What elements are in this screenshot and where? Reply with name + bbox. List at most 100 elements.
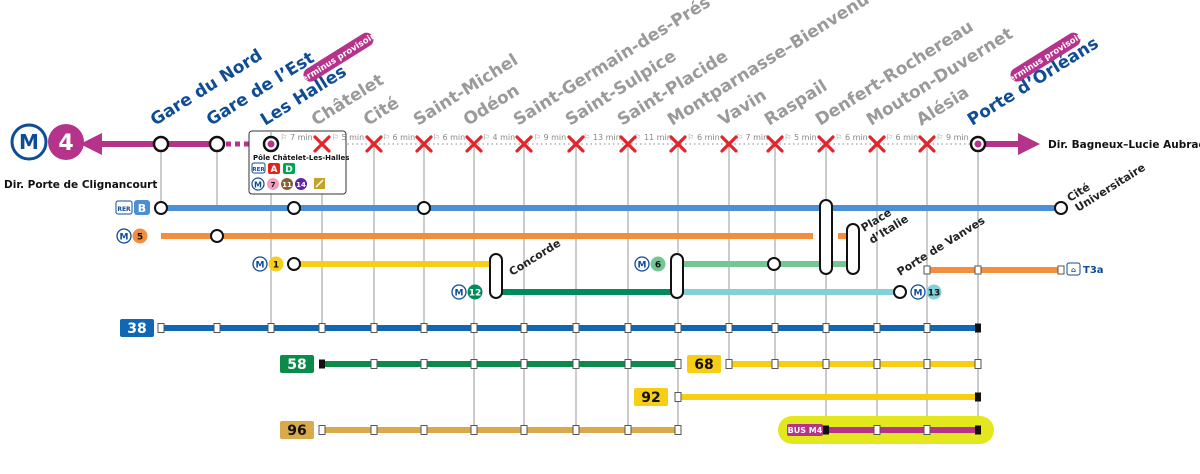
closed-station-cross [766, 135, 784, 153]
bus-stop [370, 425, 378, 435]
bus-stop [572, 323, 580, 333]
bus-m4-label: BUS M4 [788, 426, 823, 435]
metro-6-line [680, 261, 850, 267]
rer-label: RER [117, 206, 131, 213]
rer-b-line [161, 205, 1061, 211]
closed-station-cross [817, 135, 835, 153]
concorde-transfer [489, 253, 503, 299]
connection-stop [287, 201, 301, 215]
bus-m4-badge [787, 424, 823, 436]
rer-line-label: D [285, 165, 292, 175]
bus-stop [520, 425, 528, 435]
metro-line-badge [650, 256, 666, 272]
travel-time: ⚐ 5 min [332, 133, 364, 142]
badge-pill [303, 32, 374, 82]
bus-stop [624, 323, 632, 333]
bus-stop [923, 323, 931, 333]
bus-stop [572, 359, 580, 369]
bus-number: 92 [641, 390, 660, 406]
line-number: 4 [58, 131, 73, 156]
metro-line-label: 6 [655, 261, 661, 271]
closed-station-cross [619, 135, 637, 153]
closed-station-cross [515, 135, 533, 153]
bus-stop [420, 359, 428, 369]
closed-station-cross [365, 135, 383, 153]
rer-icon [251, 162, 266, 174]
bus-badge [280, 355, 314, 373]
tram-stop [974, 265, 982, 275]
bus-line [322, 361, 678, 367]
metro-line-label: 1 [273, 261, 279, 271]
travel-time: ⚐ 6 min [835, 133, 867, 142]
terminus-dot [267, 140, 275, 148]
pole-title: Pôle Châtelet-Les-Halles [253, 154, 349, 162]
travel-time: ⚐ 6 min [433, 133, 465, 142]
montparnasse-transfer [670, 253, 684, 299]
bus-stop [873, 425, 881, 435]
closed-station-cross [415, 135, 433, 153]
bus-stop [822, 359, 830, 369]
metro-symbol: M [254, 181, 262, 190]
travel-time: ⚐ 5 min [784, 133, 816, 142]
line4-segment [161, 141, 217, 147]
rer-icon [115, 200, 133, 215]
bus-number: 96 [287, 423, 306, 439]
tram-t3a-line [927, 267, 1061, 273]
metro-line-label: 11 [282, 181, 292, 189]
bus-stop [318, 323, 326, 333]
bus-badge [634, 388, 668, 406]
metro-icon [116, 228, 132, 244]
travel-time: ⚐ 11 min [634, 133, 672, 142]
bus-stop [771, 359, 779, 369]
bus-badge [687, 355, 721, 373]
bus-stop [725, 323, 733, 333]
funicular-icon-stroke [315, 179, 324, 188]
metro-line-badge [926, 284, 942, 300]
rer-label: RER [252, 167, 265, 173]
connection-stop [767, 257, 781, 271]
line-badge [48, 124, 84, 160]
bus-stop [873, 323, 881, 333]
closed-station-cross [669, 135, 687, 153]
metro-symbol: M [455, 289, 464, 299]
closed-station-cross [567, 135, 585, 153]
metro-icon [910, 284, 926, 300]
bus-terminus [975, 425, 981, 435]
metro-line-label: 14 [296, 181, 306, 189]
bus-terminus [823, 425, 829, 435]
denfert-transfer [819, 199, 833, 275]
bus-line [826, 427, 978, 433]
metro-1-line [294, 261, 492, 267]
metro-icon [252, 256, 268, 272]
bus-line [322, 427, 678, 433]
metro-line-label: 13 [928, 289, 941, 299]
travel-time: ⚐ 6 min [383, 133, 415, 142]
closed-station-cross [868, 135, 886, 153]
badge-pill [1010, 32, 1081, 82]
bus-stop [974, 359, 982, 369]
bus-stop [470, 323, 478, 333]
bus-line [729, 361, 978, 367]
closed-station-cross [313, 135, 331, 153]
connection-stop [893, 285, 907, 299]
rer-line-label: A [271, 165, 278, 175]
connection-stop [210, 229, 224, 243]
bus-stop [822, 323, 830, 333]
travel-time: ⚐ 6 min [687, 133, 719, 142]
bus-stop [470, 425, 478, 435]
connection-stop [417, 201, 431, 215]
connection-stop [154, 201, 168, 215]
travel-time: ⚐ 9 min [534, 133, 566, 142]
metro-line-badge [132, 228, 148, 244]
metro-5-line-end [838, 233, 850, 239]
bus-stop [370, 359, 378, 369]
metro-symbol: M [638, 261, 647, 271]
right-arrow-icon [1018, 133, 1040, 155]
metro-symbol: M [256, 261, 265, 271]
bus-terminus [975, 392, 981, 402]
connection-stop [1054, 201, 1068, 215]
bus-stop [873, 359, 881, 369]
metro-line-label: 5 [137, 233, 143, 243]
travel-time: ⚐ 4 min [483, 133, 515, 142]
tram-icon-glyph: ⌂ [1071, 266, 1076, 274]
